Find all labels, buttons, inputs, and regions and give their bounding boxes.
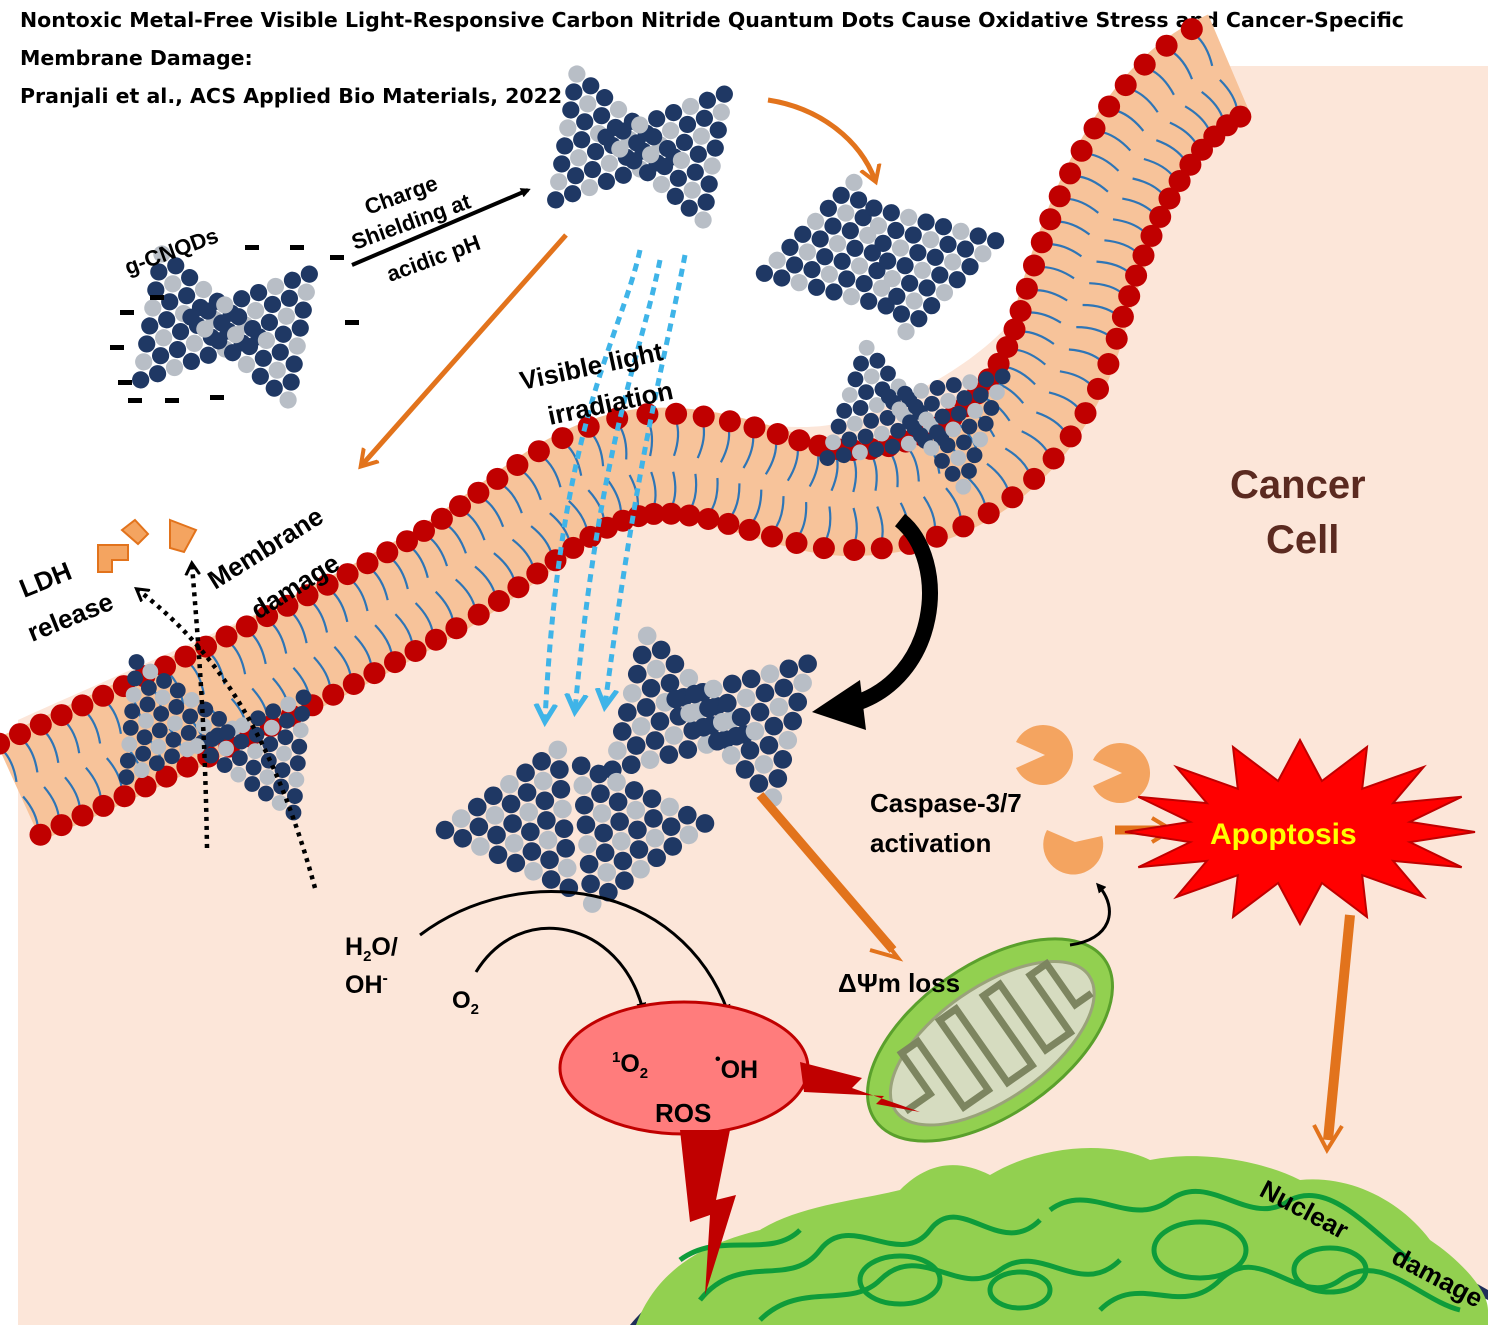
nucleus — [630, 1148, 1488, 1325]
label-cancer: Cancer — [1230, 463, 1366, 507]
label-hydroxyl-radical: •OH — [715, 1051, 758, 1084]
orange-arrow-top — [767, 97, 875, 180]
orange-arrow-nuclear — [1323, 914, 1355, 1141]
ldh-release-arrows — [138, 565, 318, 889]
orange-arrow-dpsi — [756, 792, 897, 953]
light-arrows — [545, 249, 688, 720]
label-singlet-oxygen: 1O2 — [612, 1049, 648, 1082]
label-ldh: LDH — [15, 556, 76, 604]
label-ros: ROS — [655, 1098, 711, 1128]
orange-arrow-to-membrane — [362, 233, 568, 465]
label-oh-minus: OH- — [345, 970, 388, 999]
label-cell: Cell — [1266, 518, 1339, 562]
negative-charges — [110, 245, 359, 403]
figure-title-line1: Nontoxic Metal-Free Visible Light-Respon… — [20, 8, 1404, 32]
internalization-arrow-head — [812, 680, 866, 730]
orange-arrow-nuclear-head — [1312, 1124, 1344, 1155]
quantum-dots — [118, 65, 1011, 913]
ros-to-nucleus-bolt — [680, 1130, 736, 1295]
charge-shielding-arrow — [351, 188, 531, 267]
h2o-to-oh-arrow — [419, 890, 731, 1015]
label-apoptosis: Apoptosis — [1210, 818, 1357, 851]
mitochondrion — [866, 937, 1114, 1143]
label-h2o: H2O/ — [345, 933, 398, 965]
label-caspase: Caspase-3/7 — [870, 788, 1022, 818]
o2-to-singlet-arrow — [474, 926, 647, 1013]
figure-title-line2: Membrane Damage: — [20, 46, 253, 70]
label-activation: activation — [870, 828, 991, 858]
caspase-enzymes — [1016, 725, 1151, 875]
citation: Pranjali et al., ACS Applied Bio Materia… — [20, 84, 563, 108]
apoptosis-burst — [1124, 737, 1476, 927]
label-dpsi-loss: ΔΨm loss — [838, 968, 960, 998]
ldh-molecules — [97, 518, 198, 573]
orange-arrow-dpsi-head — [869, 930, 904, 962]
mito-to-caspase-arrow — [1069, 882, 1111, 947]
internalization-arrow — [847, 513, 938, 713]
label-o2: O2 — [452, 987, 479, 1018]
ros-to-mito-bolt — [800, 1062, 920, 1112]
